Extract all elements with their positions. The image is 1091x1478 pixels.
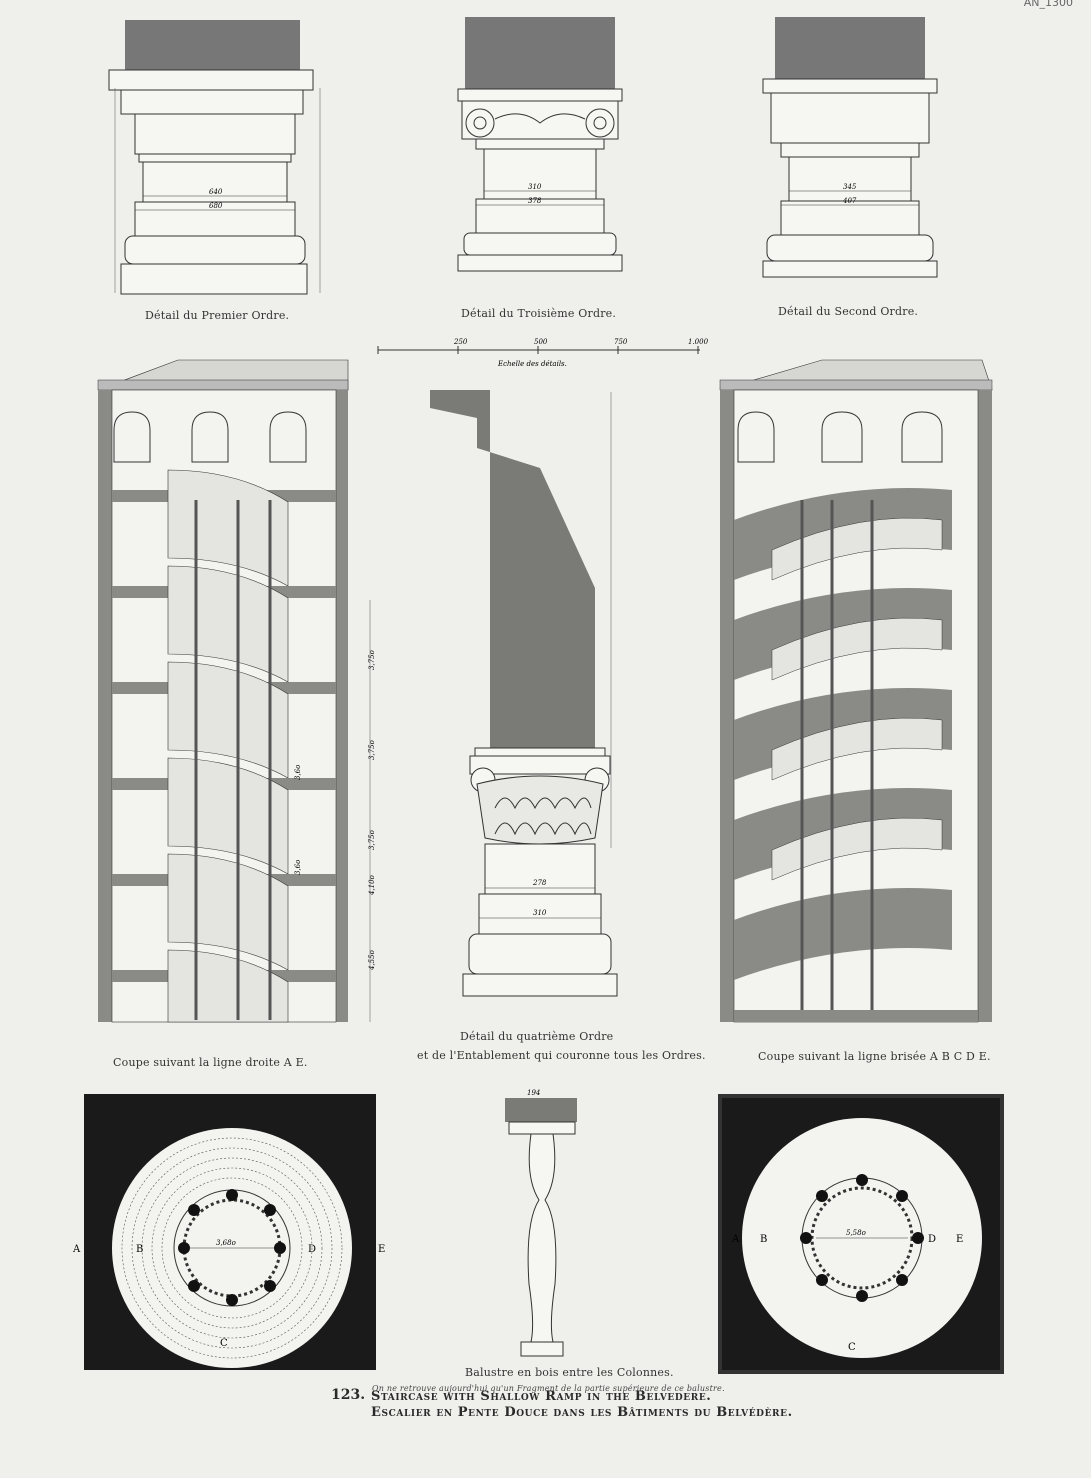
second-order-dim-a: 345 xyxy=(843,183,857,191)
section-ae-dim-3: 3,75o xyxy=(368,830,376,850)
fourth-order-detail: 278 310 xyxy=(430,390,618,997)
scale-tick-250: 250 xyxy=(453,338,468,346)
caption-baluster-note: On ne retrouve aujourd'hui qu'un Fragmen… xyxy=(372,1384,725,1393)
caption-fourth-order-line2: et de l'Entablement qui couronne tous le… xyxy=(417,1049,706,1062)
third-order-detail: 310 378 xyxy=(457,17,623,272)
plan-left-letter-a: A xyxy=(72,1244,81,1255)
plan-right-letter-c: C xyxy=(848,1342,856,1353)
caption-baluster: Balustre en bois entre les Colonnes. xyxy=(465,1366,674,1379)
plan-right-letter-e: E xyxy=(956,1234,963,1245)
plate-title-english: Staircase with Shallow Ramp in the Belve… xyxy=(371,1389,712,1404)
scale-tick-500: 500 xyxy=(534,338,548,346)
plan-right-letter-d: D xyxy=(928,1234,936,1245)
plate-number: 123. xyxy=(331,1387,366,1403)
plan-left-letter-b: B xyxy=(136,1244,143,1255)
caption-second-order: Détail du Second Ordre. xyxy=(778,305,919,318)
corner-mark: AN_1300 xyxy=(1023,0,1073,9)
fourth-order-dim-a: 278 xyxy=(532,879,547,887)
third-order-dim-a: 310 xyxy=(528,183,542,191)
caption-first-order: Détail du Premier Ordre. xyxy=(145,309,290,322)
plan-left-letter-e: E xyxy=(378,1244,385,1255)
third-order-dim-b: 378 xyxy=(528,197,542,205)
plan-right-dimension: 5,58o xyxy=(846,1229,866,1237)
caption-fourth-order-line1: Détail du quatrième Ordre xyxy=(460,1030,614,1043)
scale-tick-1000: 1.000 xyxy=(688,338,709,346)
plan-left-letter-d: D xyxy=(308,1244,316,1255)
scale-tick-750: 750 xyxy=(614,338,628,346)
second-order-dim-b: 407 xyxy=(842,197,857,205)
baluster-dim-top: 194 xyxy=(527,1089,540,1097)
plan-left: 3,68o A B C D E xyxy=(72,1094,385,1370)
plan-left-letter-c: C xyxy=(220,1338,228,1349)
plan-right-letter-b: B xyxy=(760,1234,767,1245)
plan-right: 5,58o A B C D E xyxy=(718,1094,1004,1374)
caption-section-abcde: Coupe suivant la ligne brisée A B C D E. xyxy=(758,1050,991,1063)
plate-title-french: Escalier en Pente Douce dans les Bâtimen… xyxy=(371,1405,793,1420)
section-abcde-drawing xyxy=(719,359,993,1023)
section-ae-dim-4: 4,10o xyxy=(368,875,376,896)
section-ae-note-2: 3,6o xyxy=(294,860,302,875)
fourth-order-dim-b: 310 xyxy=(533,909,547,917)
caption-section-ae: Coupe suivant la ligne droite A E. xyxy=(113,1056,308,1069)
first-order-detail: 640 680 xyxy=(108,20,321,295)
plan-left-dimension: 3,68o xyxy=(216,1239,236,1247)
section-ae-drawing: 3,75o 3,75o 3,75o 4,10o 4,55o 3,6o 3,6o xyxy=(97,359,376,1023)
first-order-plinth xyxy=(125,20,300,70)
plan-right-letter-a: A xyxy=(731,1234,740,1245)
section-ae-dim-5: 4,55o xyxy=(368,950,376,971)
caption-third-order: Détail du Troisième Ordre. xyxy=(461,307,617,320)
first-order-dim-a: 640 xyxy=(209,188,223,196)
section-ae-note-1: 3,6o xyxy=(294,765,302,780)
section-ae-dim-1: 3,75o xyxy=(368,650,376,670)
first-order-dim-b: 680 xyxy=(209,202,223,210)
second-order-detail: 345 407 xyxy=(762,17,938,278)
scale-bar: 250 500 750 1.000 Echelle des détails. xyxy=(377,338,709,368)
scale-label: Echelle des détails. xyxy=(497,360,567,368)
baluster-detail: 194 xyxy=(505,1089,577,1357)
section-ae-dim-2: 3,75o xyxy=(368,740,376,760)
